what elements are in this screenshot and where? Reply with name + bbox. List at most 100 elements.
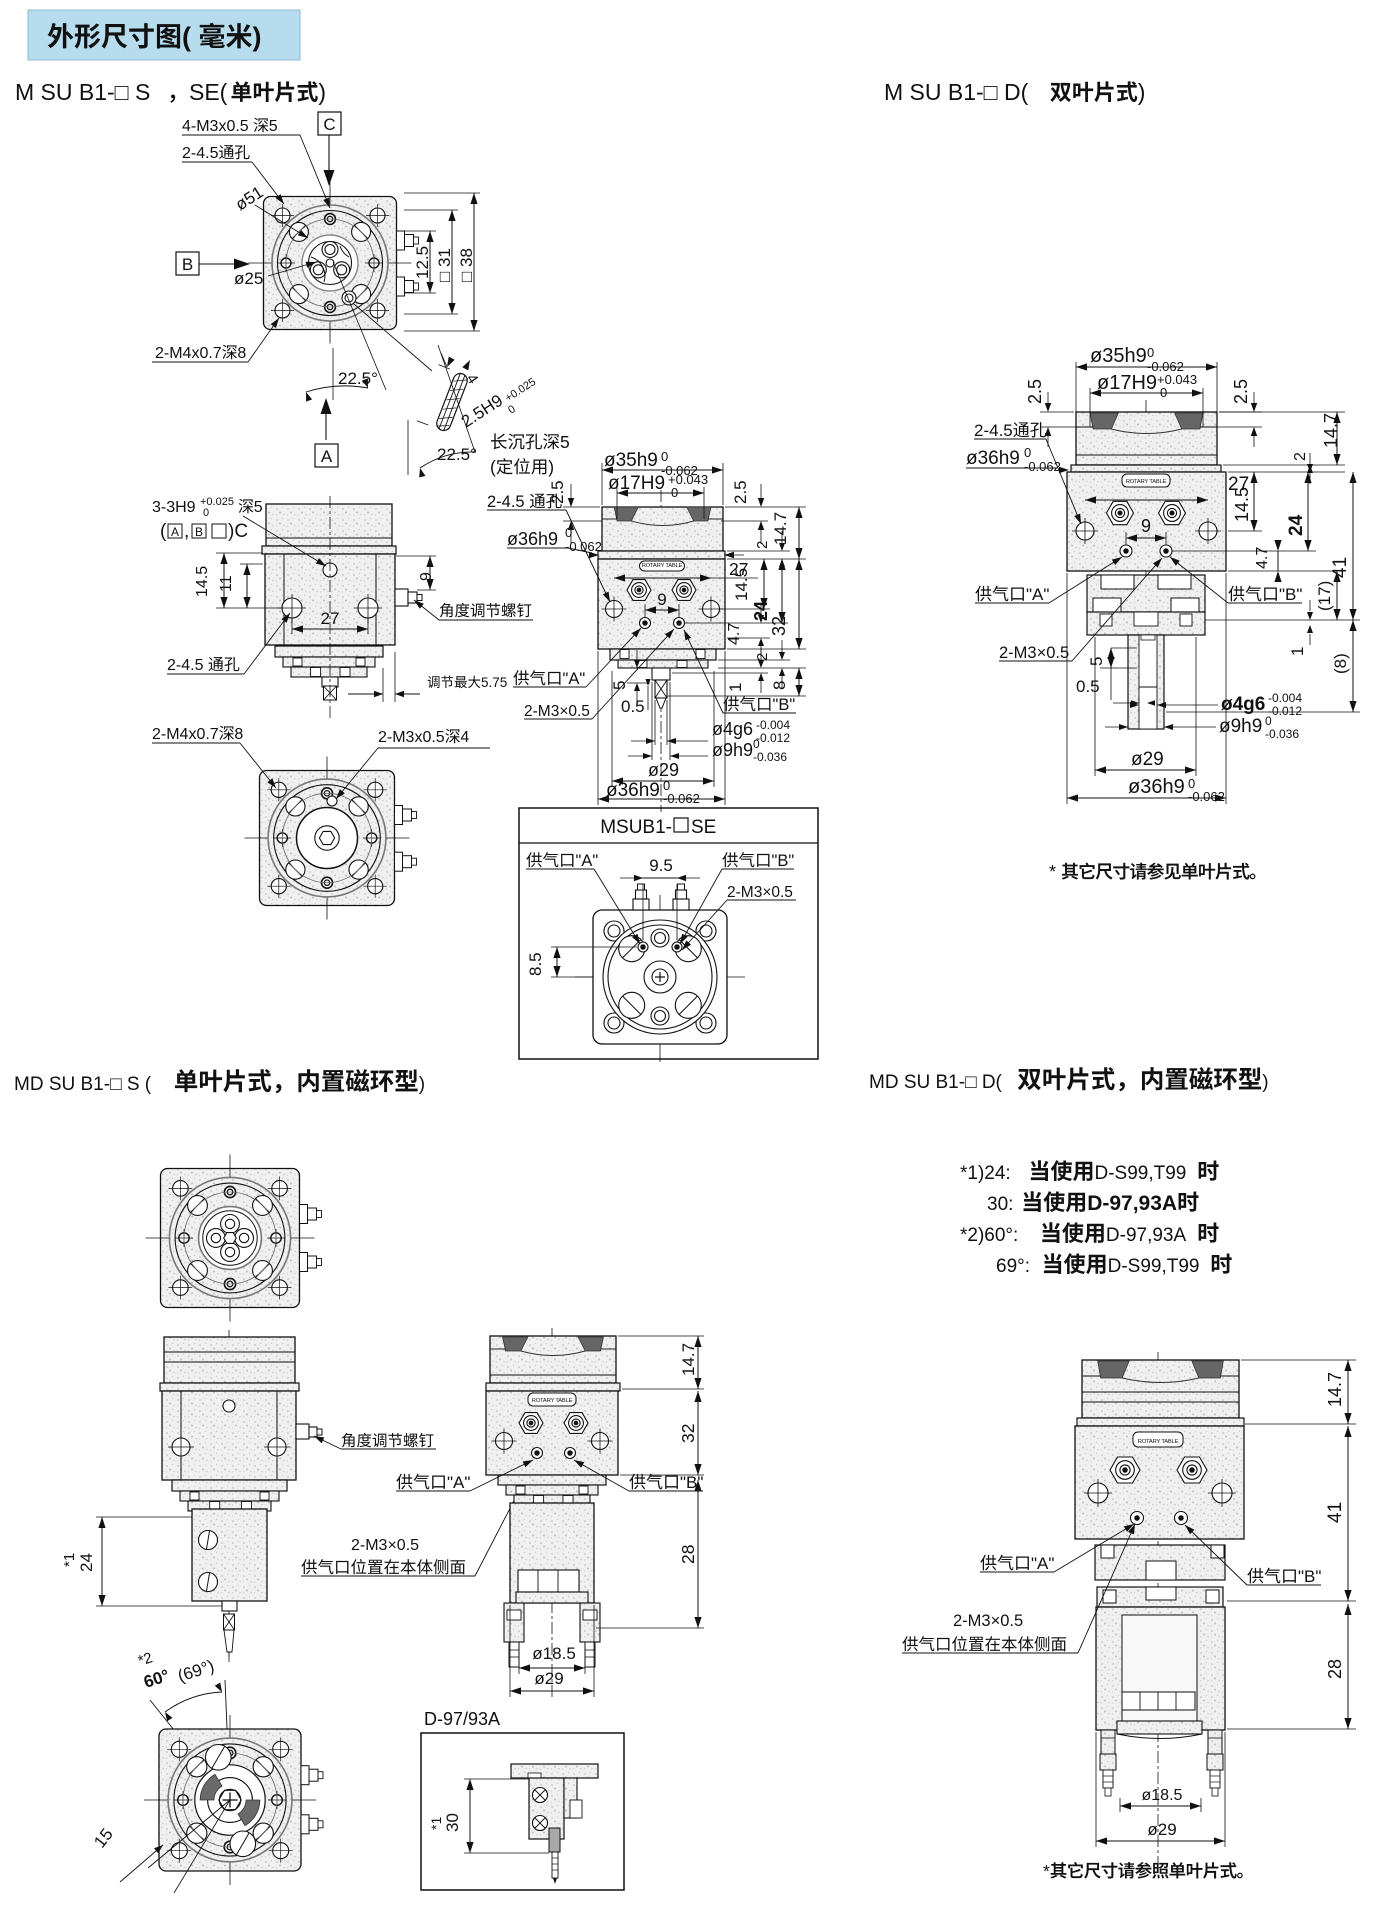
svg-text:2.5: 2.5 [731,480,750,504]
svg-text:0: 0 [1188,776,1195,791]
svg-text:*2)60°:: *2)60°: [960,1225,1018,1246]
svg-text:14.7: 14.7 [1321,413,1341,448]
svg-text:24: 24 [77,1553,96,1572]
svg-text:1: 1 [726,683,745,692]
svg-text:0: 0 [753,737,760,751]
svg-text:27: 27 [729,559,748,579]
svg-text:C: C [323,115,335,134]
svg-text:SE: SE [691,817,716,838]
svg-text:14.7: 14.7 [679,1343,698,1376]
svg-text:"B": "B" [773,696,796,714]
svg-text:4-M3x0.5: 4-M3x0.5 [182,118,249,135]
svg-text:SE(: SE( [189,79,228,105]
svg-text:2-M3×0.5: 2-M3×0.5 [999,644,1069,662]
svg-text:2-4.5: 2-4.5 [487,493,525,511]
svg-text:"B": "B" [1298,1567,1321,1586]
svg-text:2-M3×0.5: 2-M3×0.5 [953,1612,1023,1630]
svg-text:□ 31: □ 31 [435,248,454,282]
svg-text:-0.062: -0.062 [663,791,700,806]
svg-text:D-97,93A: D-97,93A [1087,1192,1177,1215]
svg-text:"B": "B" [772,852,795,870]
svg-text:9: 9 [1141,516,1151,536]
svg-text:9: 9 [657,590,666,609]
svg-text:ø36h9: ø36h9 [1128,776,1185,798]
svg-text:0: 0 [1024,445,1031,460]
svg-text:30:: 30: [987,1194,1013,1215]
svg-text:(: ( [490,457,496,477]
svg-text:0.5: 0.5 [1076,677,1100,696]
svg-text:+0.025: +0.025 [503,376,538,405]
svg-text:0: 0 [203,507,209,519]
svg-text:A: A [321,447,333,466]
svg-text:11: 11 [218,575,235,592]
svg-text:9.5: 9.5 [649,856,673,875]
svg-text:-0.004: -0.004 [1268,691,1302,705]
svg-text:2-4.5: 2-4.5 [974,421,1013,440]
svg-text:32: 32 [678,1424,698,1443]
svg-text:"A": "A" [563,670,586,688]
svg-text:ROTARY TABLE: ROTARY TABLE [642,563,683,569]
svg-text:-0.004: -0.004 [756,718,790,732]
svg-text:ø9h9: ø9h9 [712,740,753,760]
svg-text:-0.062: -0.062 [565,539,602,554]
svg-text:ø4g6: ø4g6 [712,719,753,739]
svg-text:"A": "A" [1026,585,1049,604]
svg-text:14.5: 14.5 [194,566,211,597]
svg-text:*: * [1049,862,1056,882]
svg-text:*: * [1043,1861,1050,1881]
svg-text:*1)24:: *1)24: [960,1163,1011,1184]
svg-text:0: 0 [565,525,572,540]
svg-text:5.75: 5.75 [481,675,507,690]
svg-text:"B": "B" [680,1473,703,1492]
svg-text:-0.012: -0.012 [1268,704,1302,718]
svg-text:30: 30 [443,1813,462,1832]
svg-text:): ) [1138,79,1146,105]
svg-text:2-M3×0.5: 2-M3×0.5 [524,703,590,720]
svg-text:ø18.5: ø18.5 [1142,1787,1183,1804]
svg-text:ø18.5: ø18.5 [532,1644,575,1663]
svg-text:ø36h9: ø36h9 [606,780,660,801]
svg-text:M SU B1-□ S: M SU B1-□ S [15,79,150,105]
svg-text:+0.025: +0.025 [200,496,234,508]
svg-text:5: 5 [269,118,278,135]
svg-text:): ) [318,79,326,105]
svg-text:-0.062: -0.062 [1147,359,1184,374]
svg-text:2: 2 [1292,452,1309,461]
svg-text:MD SU B1-□ D(: MD SU B1-□ D( [869,1072,1003,1093]
svg-text:15: 15 [90,1825,117,1852]
svg-text:22.5°: 22.5° [437,445,477,464]
svg-text:*1: *1 [428,1817,444,1830]
svg-text:8.5: 8.5 [526,952,545,976]
svg-text:2: 2 [754,541,771,549]
svg-text:0: 0 [1147,345,1154,360]
svg-text:ø29: ø29 [1131,749,1164,770]
svg-text:"A": "A" [1031,1554,1054,1573]
svg-text:+0.043: +0.043 [1157,372,1197,387]
svg-text:14.7: 14.7 [1325,1372,1345,1407]
svg-text:(17): (17) [1315,581,1334,611]
svg-text:(: ( [160,521,167,542]
svg-text:28: 28 [678,1545,698,1564]
svg-text:9: 9 [418,572,435,581]
svg-text:ø29: ø29 [534,1669,563,1688]
svg-text:(8): (8) [1331,653,1350,674]
svg-text:ø9h9: ø9h9 [1219,716,1262,737]
svg-text:60°: 60° [141,1666,172,1692]
svg-text:): ) [419,1074,425,1095]
svg-text:*2: *2 [136,1649,155,1670]
svg-text:5: 5 [610,681,629,690]
svg-text:): ) [1262,1072,1268,1093]
svg-text:4: 4 [460,729,469,746]
svg-text:ROTARY TABLE: ROTARY TABLE [1126,479,1167,485]
svg-text:4.7: 4.7 [726,623,743,645]
svg-text:"A": "A" [447,1473,470,1492]
svg-text:22.5°: 22.5° [338,369,378,388]
svg-text:2-M4x0.7: 2-M4x0.7 [155,345,222,362]
svg-text:ø35h9: ø35h9 [1090,345,1147,367]
svg-text:D-97,93A: D-97,93A [1106,1225,1187,1246]
svg-text:MD SU B1-□ S (: MD SU B1-□ S ( [14,1074,152,1095]
svg-text:2.5: 2.5 [548,480,567,504]
svg-text:2.5: 2.5 [1025,379,1045,404]
svg-text:B: B [182,255,193,274]
svg-text:41: 41 [1330,557,1351,578]
